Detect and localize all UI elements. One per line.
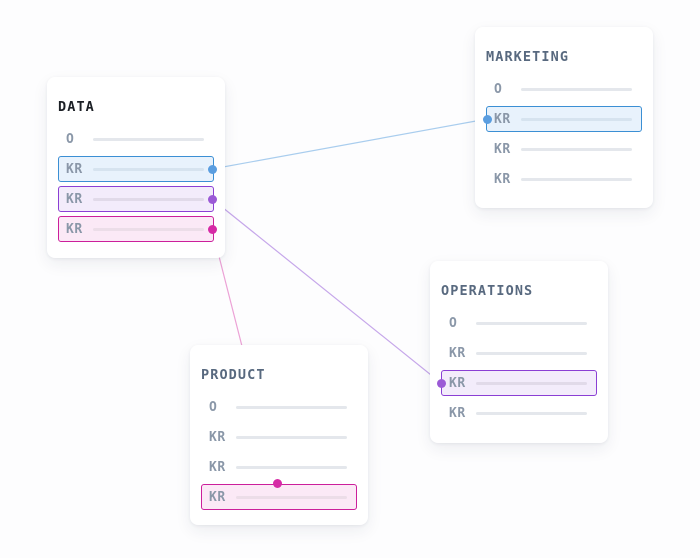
dot-data-kr2[interactable] [207,194,217,204]
card-data[interactable]: DATA O KR KR KR [47,77,225,258]
row-progress-bar [521,117,632,121]
row-product-o-0[interactable]: O [201,394,357,420]
row-progress-bar [476,321,587,325]
row-progress-bar [476,351,587,355]
connector-data-kr1-to-marketing-kr1 [211,118,488,170]
row-label: KR [209,489,226,505]
row-operations-kr-1[interactable]: KR [441,340,597,366]
row-label: KR [209,459,226,475]
row-operations-o-0[interactable]: O [441,310,597,336]
row-data-kr-1[interactable]: KR [58,156,214,182]
card-title-operations: OPERATIONS [441,283,534,299]
row-data-kr-3[interactable]: KR [58,216,214,242]
row-label: KR [66,161,83,177]
rows-operations: O KR KR KR [441,310,597,426]
card-operations[interactable]: OPERATIONS O KR KR KR [430,261,608,443]
row-label: O [209,399,218,415]
rows-data: O KR KR KR [58,126,214,242]
row-data-o-0[interactable]: O [58,126,214,152]
card-title-marketing: MARKETING [486,49,570,65]
row-progress-bar [236,465,347,469]
row-progress-bar [236,495,347,499]
dot-marketing-kr1[interactable] [482,114,492,124]
dot-data-kr3[interactable] [207,224,217,234]
row-progress-bar [521,87,632,91]
row-progress-bar [236,435,347,439]
row-progress-bar [476,411,587,415]
row-progress-bar [93,227,204,231]
card-title-product: PRODUCT [201,367,266,383]
card-product[interactable]: PRODUCT O KR KR KR [190,345,368,525]
row-label: KR [449,345,466,361]
card-marketing[interactable]: MARKETING O KR KR KR [475,27,653,208]
row-product-kr-1[interactable]: KR [201,424,357,450]
row-label: KR [494,111,511,127]
row-label: KR [449,405,466,421]
row-label: KR [209,429,226,445]
dot-operations-kr2[interactable] [436,378,446,388]
row-label: KR [449,375,466,391]
row-progress-bar [93,167,204,171]
row-progress-bar [521,147,632,151]
row-marketing-kr-2[interactable]: KR [486,136,642,162]
row-operations-kr-2[interactable]: KR [441,370,597,396]
row-marketing-kr-1[interactable]: KR [486,106,642,132]
row-label: KR [494,171,511,187]
row-marketing-kr-3[interactable]: KR [486,166,642,192]
row-data-kr-2[interactable]: KR [58,186,214,212]
row-progress-bar [476,381,587,385]
row-label: O [66,131,75,147]
rows-marketing: O KR KR KR [486,76,642,192]
row-label: KR [66,191,83,207]
row-progress-bar [236,405,347,409]
dot-product-kr3[interactable] [272,478,282,488]
row-label: KR [494,141,511,157]
row-product-kr-3[interactable]: KR [201,484,357,510]
rows-product: O KR KR KR [201,394,357,510]
dot-data-kr1[interactable] [207,164,217,174]
card-title-data: DATA [58,99,95,115]
row-operations-kr-3[interactable]: KR [441,400,597,426]
row-marketing-o-0[interactable]: O [486,76,642,102]
row-label: O [449,315,458,331]
row-progress-bar [93,137,204,141]
row-product-kr-2[interactable]: KR [201,454,357,480]
row-progress-bar [93,197,204,201]
row-progress-bar [521,177,632,181]
row-label: KR [66,221,83,237]
row-label: O [494,81,503,97]
